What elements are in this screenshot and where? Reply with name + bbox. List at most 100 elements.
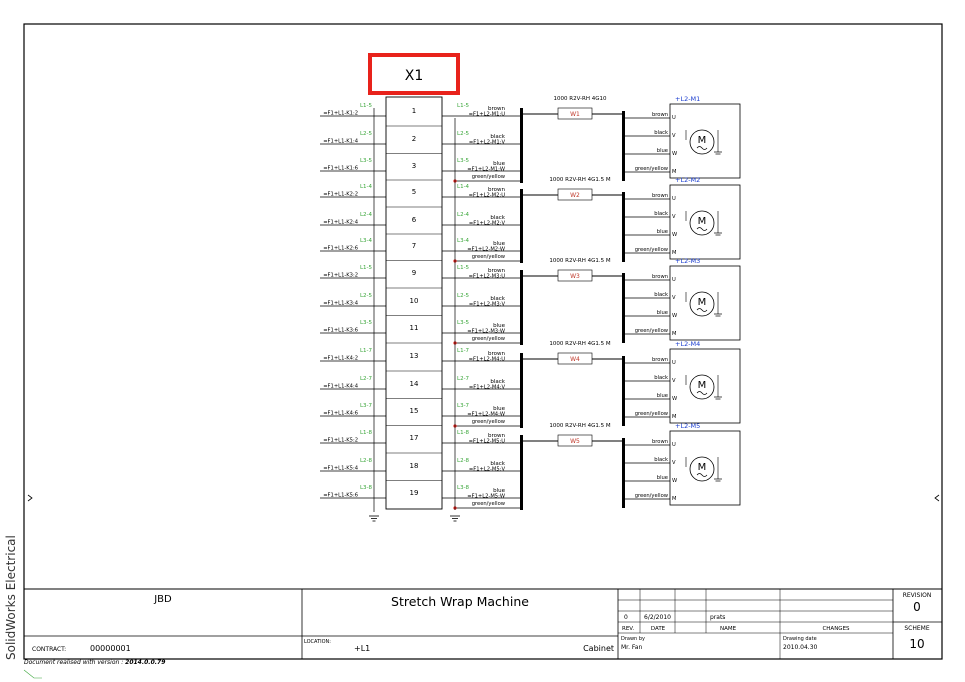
right-wire-ref: =F1+L2-M3:V [469, 302, 506, 308]
terminal-number: 13 [410, 352, 419, 360]
name-header: NAME [720, 626, 737, 632]
ac-wave-icon [696, 473, 708, 477]
right-wire-tag: L3-5 [457, 158, 470, 164]
contract-number: 00000001 [90, 644, 131, 653]
right-wire-ref: =F1+L2-M5:V [469, 467, 506, 473]
motor-wire-color: brown [652, 357, 668, 363]
right-wire-ref: =F1+L2-M3:W [467, 329, 505, 335]
motor-pin: W [672, 151, 677, 157]
ac-wave-icon [696, 146, 708, 150]
motor-tag: +L2-M5 [675, 422, 700, 430]
terminal-number: 18 [410, 462, 419, 470]
right-wire-ref: =F1+L2-M1:U [469, 112, 506, 118]
right-wire-color: black [490, 296, 505, 302]
left-wire-tag: L1-4 [360, 184, 373, 190]
motor-pin: M [672, 331, 676, 337]
motor-wire-color: brown [652, 274, 668, 280]
motor-wire-color: brown [652, 112, 668, 118]
frame-center-mark-right [934, 494, 940, 502]
cable-box [557, 188, 593, 201]
changes-header: CHANGES [822, 626, 850, 632]
motor-wire-color: blue [657, 148, 668, 154]
motor-wire-color: black [654, 375, 668, 381]
right-wire-tag: L2-8 [457, 458, 470, 464]
terminal-number: 15 [410, 407, 419, 415]
right-wire-ref: =F1+L2-M5:U [469, 439, 506, 445]
doc-version-prefix: Document realised with version : [24, 659, 124, 666]
left-wire-tag: L2-4 [360, 212, 373, 218]
motor-wire-color: blue [657, 393, 668, 399]
motor-pin: U [672, 115, 676, 121]
left-wire-ref: =F1+L1-K5:4 [323, 466, 358, 472]
right-wire-tag: L2-4 [457, 212, 470, 218]
ac-wave-icon [696, 308, 708, 312]
motor-wire-color: black [654, 211, 668, 217]
right-wire-tag: L2-5 [457, 293, 470, 299]
right-wire-tag: L1-8 [457, 430, 470, 436]
left-wire-ref: =F1+L1-K1:2 [323, 111, 358, 117]
motor-tag: +L2-M1 [675, 95, 700, 103]
motor-circle [689, 374, 715, 400]
right-wire-ref: =F1+L2-M2:U [469, 193, 506, 199]
cable-box [557, 107, 593, 120]
scheme-value: 10 [909, 637, 924, 651]
terminal-strip-body [385, 96, 443, 510]
motor-wire-color: green/yellow [635, 328, 669, 334]
right-wire-tag: L1-5 [457, 103, 470, 109]
revision-value: 0 [913, 600, 921, 614]
right-wire-color: blue [493, 488, 506, 494]
left-wire-ref: =F1+L1-K1:4 [323, 139, 358, 145]
right-wire-ref: =F1+L2-M2:V [469, 221, 506, 227]
right-wire-ref: =F1+L2-M4:V [469, 385, 506, 391]
cable-spec: 1000 R2V-RH 4G1.5 M [549, 423, 610, 429]
left-wire-tag: L2-5 [360, 293, 373, 299]
right-wire-ref: =F1+L2-M5:W [467, 494, 505, 500]
left-wire-tag: L2-8 [360, 458, 373, 464]
drawn-by-label: Drawn by [621, 636, 645, 642]
terminal-number: 6 [412, 216, 417, 224]
left-wire-tag: L3-8 [360, 485, 373, 491]
motor-wire-color: blue [657, 229, 668, 235]
motor-wire-color: green/yellow [635, 411, 669, 417]
terminal-number: 17 [410, 434, 419, 442]
left-wire-ref: =F1+L1-K5:2 [323, 438, 358, 444]
right-wire-tag: L1-5 [457, 265, 470, 271]
cable-id: W5 [570, 438, 580, 445]
motor-circle [689, 210, 715, 236]
left-wire-tag: L1-5 [360, 265, 373, 271]
rev-number: 0 [624, 614, 628, 621]
motor-pin: W [672, 232, 677, 238]
drawn-by: Mr. Fan [621, 644, 642, 651]
motor-pin: U [672, 442, 676, 448]
motor-tag: +L2-M3 [675, 257, 700, 265]
origin-mark [23, 669, 42, 679]
terminal-number: 14 [410, 380, 419, 388]
drawing-frame [23, 23, 943, 679]
left-wire-ref: =F1+L1-K1:6 [323, 166, 358, 172]
motor-wire-color: green/yellow [635, 247, 669, 253]
title-block-border [23, 588, 943, 660]
right-wire-color: black [490, 215, 505, 221]
company-name: JBD [153, 594, 172, 605]
right-wire-ref: =F1+L2-M1:W [467, 167, 505, 173]
right-wire-color: brown [488, 433, 505, 439]
right-wire-tag: L2-5 [457, 131, 470, 137]
right-wire-color: brown [488, 268, 505, 274]
motor-wire-color: black [654, 292, 668, 298]
ac-wave-icon [696, 391, 708, 395]
cable-box [557, 434, 593, 447]
motor-box [669, 265, 741, 341]
cable-spec: 1000 R2V-RH 4G10 [554, 96, 607, 102]
motor-pin: M [672, 169, 676, 175]
drawing-date-label: Drawing date [783, 636, 817, 642]
motor-symbol: M [698, 135, 707, 146]
right-wire-color: blue [493, 323, 506, 329]
left-wire-ref: =F1+L1-K3:2 [323, 273, 358, 279]
motor-pin: U [672, 277, 676, 283]
ac-wave-icon [696, 227, 708, 231]
motor-box [669, 348, 741, 424]
cable-spec: 1000 R2V-RH 4G1.5 M [549, 177, 610, 183]
motor-pin: W [672, 478, 677, 484]
